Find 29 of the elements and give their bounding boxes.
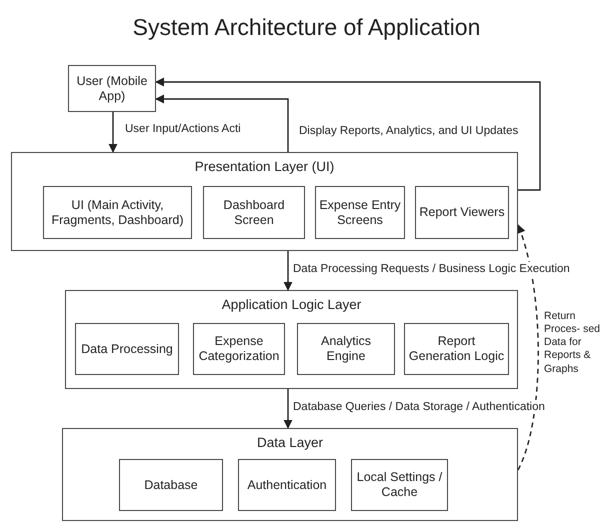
dashed-arrow [516, 224, 539, 470]
component-box: Data Processing [75, 323, 179, 375]
layer-heading: Data Layer [256, 435, 324, 452]
layer-heading: Presentation Layer (UI) [194, 159, 336, 176]
component-box: Report Viewers [415, 186, 509, 239]
component-box: Analytics Engine [297, 323, 395, 375]
arrow [284, 251, 292, 291]
component-box: Dashboard Screen [203, 186, 305, 239]
diagram-title: System Architecture of Application [132, 14, 482, 41]
component-box: Expense Categorization [193, 323, 285, 375]
layer-heading: Application Logic Layer [220, 297, 362, 314]
layer-panel [65, 290, 518, 389]
component-box: Report Generation Logic [404, 323, 509, 375]
layer-panel [11, 152, 518, 251]
component-box: Authentication [238, 459, 336, 511]
component-box: Expense Entry Screens [315, 186, 405, 239]
edge-label: Database Queries / Data Storage / Authentication [292, 400, 546, 414]
layer-panel [62, 428, 518, 521]
edge-label: User Input/Actions Acti [124, 122, 242, 136]
edge-label: Data Processing Requests / Business Logic Execution [292, 262, 571, 276]
arrow [284, 389, 292, 429]
arrow [155, 94, 289, 152]
edge-label: Display Reports, Analytics, and UI Updates [298, 124, 520, 138]
component-box: Database [119, 459, 223, 511]
arrow [108, 112, 118, 153]
component-box: UI (Main Activity, Fragments, Dashboard) [43, 186, 192, 239]
arrow [155, 78, 541, 191]
component-box: User (Mobile App) [68, 65, 156, 112]
component-box: Local Settings / Cache [351, 459, 448, 511]
